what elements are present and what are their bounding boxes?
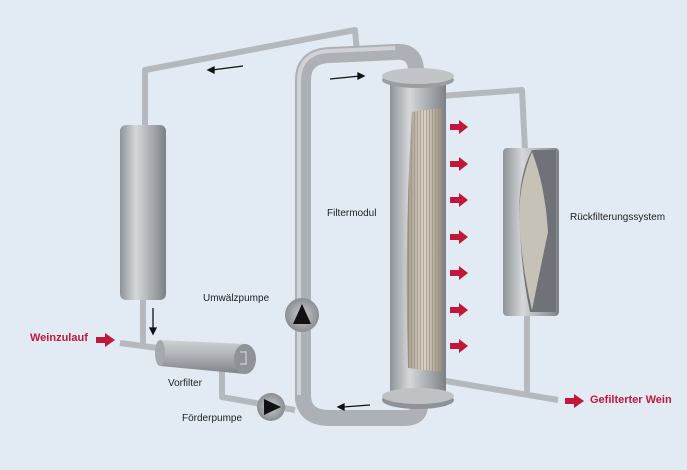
feed-pump-label: Förderpumpe xyxy=(182,413,243,424)
permeate-arrows xyxy=(96,120,584,408)
inlet-arrow xyxy=(96,333,115,347)
circulation-pump-icon xyxy=(285,298,319,332)
circulation-pipe xyxy=(295,43,428,426)
back-filter-label: Rückfilterungssystem xyxy=(570,212,666,223)
flow-arrows xyxy=(148,65,371,412)
back-filter-vessel xyxy=(503,148,559,316)
permeate-pipes xyxy=(439,87,559,403)
buffer-tank xyxy=(120,125,166,300)
feed-pump-icon xyxy=(257,393,285,421)
outlet-label: Gefilterter Wein xyxy=(590,394,672,406)
prefilter-vessel xyxy=(155,340,256,374)
circulation-pump-label: Umwälzpumpe xyxy=(203,293,270,304)
return-pipe xyxy=(142,27,360,130)
inlet-label: Weinzulauf xyxy=(30,332,88,344)
filter-module xyxy=(382,68,454,409)
filter-module-label: Filtermodul xyxy=(327,208,377,219)
outlet-arrow xyxy=(565,394,584,408)
prefilter-label: Vorfilter xyxy=(168,378,202,389)
